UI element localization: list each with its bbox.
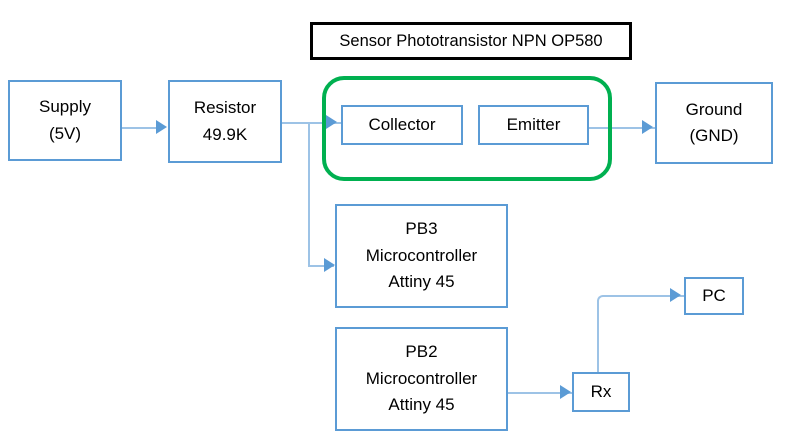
node-pc[interactable]: PC	[684, 277, 744, 315]
connector-supply-to-resistor	[122, 127, 158, 129]
connector-pb2-to-rx	[508, 392, 574, 394]
node-ground[interactable]: Ground (GND)	[655, 82, 773, 164]
node-pb2-microcontroller[interactable]: PB2 Microcontroller Attiny 45	[335, 327, 508, 431]
node-resistor-line2: 49.9K	[202, 124, 248, 144]
connector-branch-to-pb3	[308, 265, 334, 267]
arrow-branch-to-pb3	[324, 258, 335, 272]
connector-rx-to-pc	[605, 295, 685, 297]
node-pc-label: PC	[702, 285, 726, 305]
node-collector[interactable]: Collector	[341, 105, 463, 145]
node-pb2-line1: PB2	[405, 342, 438, 362]
node-pb2-line3: Attiny 45	[388, 395, 455, 415]
sensor-title-box: Sensor Phototransistor NPN OP580	[310, 22, 632, 60]
node-pb2-line2: Microcontroller	[365, 368, 478, 388]
sensor-title-label: Sensor Phototransistor NPN OP580	[339, 31, 603, 50]
node-supply-line1: Supply	[39, 97, 91, 117]
arrow-resistor-to-collector	[326, 115, 337, 129]
node-emitter[interactable]: Emitter	[478, 105, 589, 145]
node-pb3-microcontroller[interactable]: PB3 Microcontroller Attiny 45	[335, 204, 508, 308]
arrow-supply-to-resistor	[156, 120, 167, 134]
connector-emitter-to-ground	[589, 127, 657, 129]
node-ground-line2: (GND)	[689, 126, 739, 145]
node-rx-label: Rx	[590, 381, 612, 401]
arrow-rx-to-pc	[670, 288, 681, 302]
node-pb3-line2: Microcontroller	[365, 245, 478, 265]
node-ground-line1: Ground	[685, 99, 743, 119]
node-emitter-label: Emitter	[506, 114, 561, 134]
connector-branch-vertical-to-pb3	[308, 122, 310, 265]
node-pb3-line3: Attiny 45	[388, 272, 455, 292]
node-collector-label: Collector	[368, 114, 436, 134]
arrow-emitter-to-ground	[642, 120, 653, 134]
sensor-group-boundary	[322, 76, 612, 181]
connector-rx-up-corner	[597, 295, 611, 373]
node-supply-line2: (5V)	[48, 123, 82, 143]
connector-resistor-to-branch	[282, 122, 325, 124]
node-supply[interactable]: Supply (5V)	[8, 80, 122, 161]
node-pb3-line1: PB3	[405, 219, 438, 239]
node-rx[interactable]: Rx	[572, 372, 630, 412]
node-resistor[interactable]: Resistor 49.9K	[168, 80, 282, 163]
arrow-pb2-to-rx	[560, 385, 571, 399]
node-resistor-line1: Resistor	[193, 98, 257, 118]
